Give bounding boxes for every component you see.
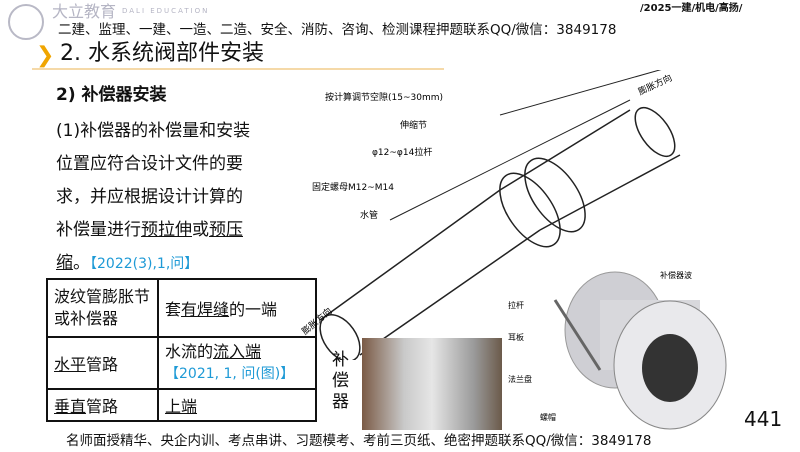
title-divider: [32, 68, 444, 70]
text: 预拉伸: [141, 220, 192, 240]
label-wave: 补偿器波: [660, 270, 692, 280]
body-line: (1)补偿器的补偿量和安装: [56, 121, 251, 141]
logo-text: 大立教育: [52, 2, 117, 21]
table-cell: 水流的流入端【2021, 1, 问(图)】: [157, 336, 317, 390]
label-ear: 耳板: [508, 332, 524, 342]
text: 上端: [165, 397, 198, 416]
text: 缩: [56, 253, 73, 273]
exam-ref: 【2021, 1, 问(图)】: [165, 366, 295, 382]
text: 水流的: [165, 342, 214, 361]
text: 流入端: [213, 342, 262, 361]
logo-icon: [8, 4, 44, 40]
section-heading: 2) 补偿器安装: [56, 85, 167, 105]
table-row: 垂直管路 上端: [46, 388, 317, 422]
table-row: 水平管路 水流的流入端【2021, 1, 问(图)】: [46, 336, 317, 390]
install-table: 波纹管膨胀节或补偿器 套有焊缝的一端 水平管路 水流的流入端【2021, 1, …: [46, 278, 317, 422]
label-flange: 法兰盘: [508, 374, 532, 384]
label-pipe: 水管: [360, 209, 378, 221]
compensator-product-photo: 补偿器波 拉杆 耳板 法兰盘 螺帽: [508, 270, 727, 430]
course-tag: /2025一建/机电/高扬/: [640, 3, 743, 14]
text: 套: [165, 300, 182, 319]
body-line: 求，并应根据设计计算的: [56, 187, 243, 207]
body-line: 位置应符合设计文件的要: [56, 154, 243, 174]
text: 水平: [54, 355, 87, 374]
slide-title: 2. 水系统阀部件安装: [60, 41, 264, 66]
label-rod: φ12~φ14拉杆: [372, 146, 432, 158]
photo-label: 补偿器: [332, 350, 349, 412]
table-row: 波纹管膨胀节或补偿器 套有焊缝的一端: [46, 278, 317, 338]
label-direction: 膨胀方向: [636, 72, 674, 98]
page-number: 441: [744, 407, 783, 431]
table-cell: 套有焊缝的一端: [157, 278, 317, 338]
text: 或: [192, 220, 209, 240]
footer-text: 名师面授精华、央企内训、考点串讲、习题模考、考前三页纸、绝密押题联系QQ/微信：…: [66, 433, 652, 449]
label-gap: 按计算调节空隙(15~30mm): [325, 91, 443, 103]
label-bellows: 伸缩节: [400, 119, 427, 131]
compensator-photo: [362, 338, 502, 430]
compensator-diagram: 按计算调节空隙(15~30mm) 伸缩节 φ12~φ14拉杆 固定螺母M12~M…: [300, 70, 681, 360]
logo-subtext: DALI EDUCATION: [122, 7, 210, 15]
label-direction: 膨胀方向: [300, 305, 335, 337]
label-nut: 固定螺母M12~M14: [312, 181, 394, 193]
chevron-icon: ❯: [36, 43, 55, 68]
label-nut: 螺帽: [540, 412, 556, 422]
text: 有焊缝: [181, 300, 230, 319]
table-cell: 上端: [157, 388, 317, 422]
text: 的一端: [229, 300, 278, 319]
table-cell: 垂直管路: [46, 388, 159, 422]
table-cell: 水平管路: [46, 336, 159, 390]
banner-text: 二建、监理、一建、一造、二造、安全、消防、咨询、检测课程押题联系QQ/微信：38…: [58, 22, 617, 38]
table-cell: 波纹管膨胀节或补偿器: [46, 278, 159, 338]
text: 预压: [209, 220, 243, 240]
text: 垂直: [54, 397, 87, 416]
text: 管路: [86, 355, 119, 374]
body-line: 缩。【2022(3),1,问】: [56, 248, 198, 273]
text: 。: [73, 253, 90, 273]
body-line: 补偿量进行预拉伸或预压: [56, 215, 243, 240]
text: 管路: [86, 397, 119, 416]
text: 补偿量进行: [56, 220, 141, 240]
label-rod: 拉杆: [508, 300, 524, 310]
exam-ref: 【2022(3),1,问】: [90, 256, 199, 272]
